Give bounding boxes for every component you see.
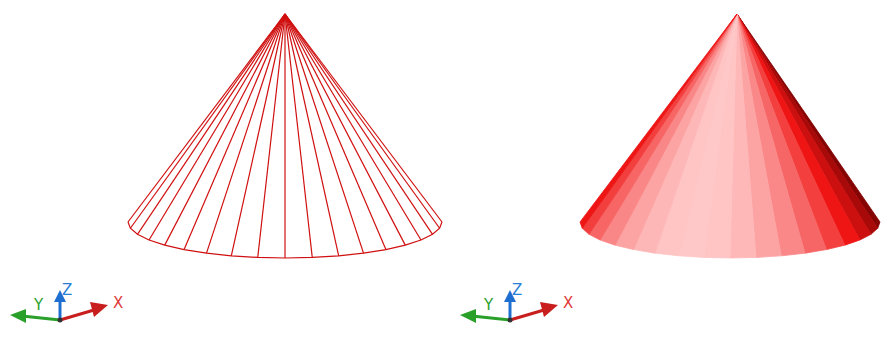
shaded-cone: [580, 14, 880, 258]
axis-label: X: [563, 296, 573, 311]
wireframe-cone: [128, 14, 442, 258]
ucs-icon: [10, 290, 108, 323]
axis-label: Z: [62, 283, 72, 298]
axis-label: X: [113, 296, 123, 311]
ucs-icon: [460, 290, 558, 323]
axis-label: Y: [484, 298, 493, 313]
axis-label: Z: [512, 283, 522, 298]
axis-label: Y: [34, 298, 43, 313]
